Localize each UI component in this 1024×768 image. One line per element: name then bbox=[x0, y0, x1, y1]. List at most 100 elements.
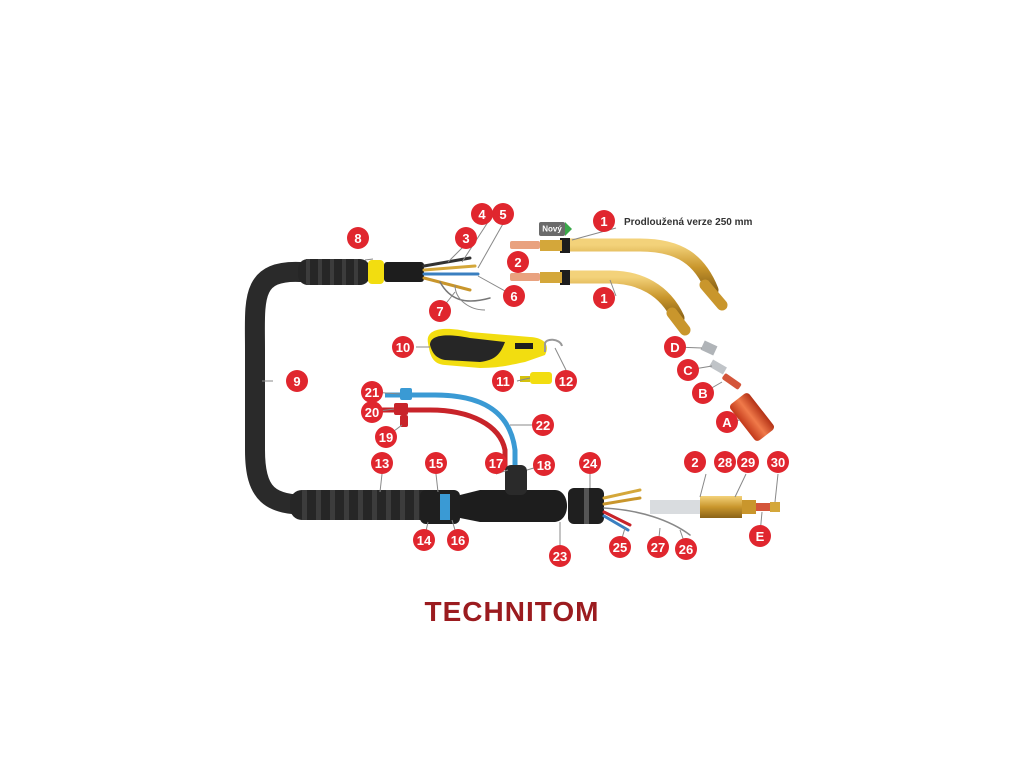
callout-25: 25 bbox=[609, 536, 631, 558]
callout-1b: 1 bbox=[593, 287, 615, 309]
cable-sleeve-lower bbox=[290, 490, 440, 520]
callout-circle bbox=[609, 536, 631, 558]
callout-21: 21 bbox=[361, 381, 383, 403]
callout-circle bbox=[347, 227, 369, 249]
callout-label: 25 bbox=[613, 540, 627, 555]
callout-18: 18 bbox=[533, 454, 555, 476]
callout-label: 30 bbox=[771, 455, 785, 470]
callout-10: 10 bbox=[392, 336, 414, 358]
callout-11: 11 bbox=[492, 370, 514, 392]
connector-body bbox=[420, 465, 604, 524]
callout-24: 24 bbox=[579, 452, 601, 474]
callout-3: 3 bbox=[455, 227, 477, 249]
callout-circle bbox=[455, 227, 477, 249]
callout-28: 28 bbox=[714, 451, 736, 473]
callout-label: 15 bbox=[429, 456, 443, 471]
callout-29: 29 bbox=[737, 451, 759, 473]
callout-30: 30 bbox=[767, 451, 789, 473]
callout-label: 11 bbox=[496, 374, 510, 389]
callout-19: 19 bbox=[375, 426, 397, 448]
callout-label: 3 bbox=[462, 231, 469, 246]
callout-label: 8 bbox=[354, 231, 361, 246]
callout-circle bbox=[447, 529, 469, 551]
callout-12: 12 bbox=[555, 370, 577, 392]
callout-9: 9 bbox=[286, 370, 308, 392]
handle bbox=[427, 328, 547, 368]
callout-label: 7 bbox=[436, 304, 443, 319]
callout-20: 20 bbox=[361, 401, 383, 423]
callout-label: 19 bbox=[379, 430, 393, 445]
hook-12 bbox=[544, 338, 563, 352]
callout-2a: 2 bbox=[507, 251, 529, 273]
callout-circle bbox=[767, 451, 789, 473]
callout-label: 16 bbox=[451, 533, 465, 548]
callout-circle bbox=[533, 454, 555, 476]
callout-label: 9 bbox=[293, 374, 300, 389]
callout-label: 27 bbox=[651, 540, 665, 555]
cable-wires-upper bbox=[422, 256, 491, 302]
new-badge: Nový bbox=[539, 222, 572, 236]
callout-circle bbox=[675, 538, 697, 560]
coupling-19 bbox=[400, 415, 408, 427]
callout-D: D bbox=[664, 336, 686, 358]
callout-15: 15 bbox=[425, 452, 447, 474]
callout-circle bbox=[425, 452, 447, 474]
callout-label: 17 bbox=[489, 456, 503, 471]
callout-16: 16 bbox=[447, 529, 469, 551]
callout-circle bbox=[684, 451, 706, 473]
callout-circle bbox=[737, 451, 759, 473]
contact-tip-B bbox=[722, 373, 742, 390]
callout-label: 14 bbox=[417, 533, 432, 548]
callout-1a: 1 bbox=[593, 210, 615, 232]
swan-neck-long bbox=[510, 238, 728, 311]
cable-sleeve-upper bbox=[298, 259, 424, 285]
callout-label: 18 bbox=[537, 458, 551, 473]
callout-circle bbox=[692, 382, 714, 404]
callout-circle bbox=[593, 287, 615, 309]
callout-circle bbox=[286, 370, 308, 392]
callout-label: D bbox=[670, 340, 679, 355]
callout-circle bbox=[429, 300, 451, 322]
callout-26: 26 bbox=[675, 538, 697, 560]
callout-circle bbox=[392, 336, 414, 358]
callout-circle bbox=[371, 452, 393, 474]
callout-C: C bbox=[677, 359, 699, 381]
callout-circle bbox=[593, 210, 615, 232]
callout-circle bbox=[664, 336, 686, 358]
callout-label: 24 bbox=[583, 456, 598, 471]
callout-label: B bbox=[698, 386, 707, 401]
callout-label: A bbox=[722, 415, 732, 430]
callout-label: 20 bbox=[365, 405, 379, 420]
callout-A: A bbox=[716, 411, 738, 433]
callout-4: 4 bbox=[471, 203, 493, 225]
callout-label: 23 bbox=[553, 549, 567, 564]
water-hose-red bbox=[380, 407, 508, 470]
callout-27: 27 bbox=[647, 536, 669, 558]
callout-5: 5 bbox=[492, 203, 514, 225]
tip-holder-D bbox=[700, 340, 718, 356]
cable-wires-lower bbox=[602, 488, 691, 536]
water-hose-blue bbox=[385, 392, 518, 470]
badge-text: Nový bbox=[542, 225, 562, 234]
callout-22: 22 bbox=[532, 414, 554, 436]
callout-label: E bbox=[756, 529, 765, 544]
callout-circle bbox=[714, 451, 736, 473]
callout-label: 1 bbox=[600, 214, 607, 229]
callout-6: 6 bbox=[503, 285, 525, 307]
callout-label: 10 bbox=[396, 340, 410, 355]
callout-circle bbox=[507, 251, 529, 273]
callout-circle bbox=[716, 411, 738, 433]
callout-label: 1 bbox=[600, 291, 607, 306]
callout-circle bbox=[647, 536, 669, 558]
callout-circle bbox=[579, 452, 601, 474]
callout-14: 14 bbox=[413, 529, 435, 551]
callout-7: 7 bbox=[429, 300, 451, 322]
callout-17: 17 bbox=[485, 452, 507, 474]
callout-circle bbox=[492, 203, 514, 225]
callout-label: 2 bbox=[514, 255, 521, 270]
callout-circle bbox=[413, 529, 435, 551]
callout-label: 21 bbox=[365, 385, 379, 400]
callout-circle bbox=[503, 285, 525, 307]
